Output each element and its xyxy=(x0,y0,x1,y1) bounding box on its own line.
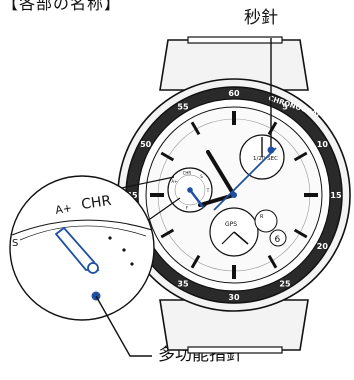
hour-marker xyxy=(190,121,201,136)
hour-marker xyxy=(267,121,278,136)
inset-magnifier: A+ CHR S xyxy=(9,175,181,357)
bezel-numeral: 25 xyxy=(279,279,291,288)
subdial-top: 1/20 SEC xyxy=(239,134,285,180)
fn-dial: R xyxy=(254,209,278,233)
page-title-fragment: 【各部の名称】 xyxy=(2,0,122,13)
subdial-left-mark: CHR xyxy=(183,170,192,175)
inset-mark-chr: CHR xyxy=(80,193,112,213)
r-marker: R xyxy=(260,214,264,220)
hour-marker xyxy=(293,228,308,239)
hour-marker xyxy=(190,254,201,269)
bezel-numeral: 35 xyxy=(177,279,189,288)
date-window-text: 6 xyxy=(275,235,281,245)
inset-edge-letter: S xyxy=(12,238,18,249)
hour-markers xyxy=(150,111,318,279)
subdial-left-mark: S xyxy=(200,174,203,179)
hour-marker xyxy=(160,228,175,239)
subdial-bottom: GPS xyxy=(209,207,259,257)
bezel-numeral: 55 xyxy=(177,103,189,112)
date-window: 6 xyxy=(269,229,287,247)
bezel-numeral: 60 xyxy=(228,89,240,98)
subdial-left-mark: T xyxy=(206,188,210,193)
subdial-bottom-text: GPS xyxy=(225,221,237,228)
inset-mark-aplus: A+ xyxy=(54,201,73,217)
second-hand-label: 秒針 xyxy=(244,8,278,28)
hour-marker xyxy=(160,151,175,162)
second-hand xyxy=(213,38,277,211)
bezel-numeral: 30 xyxy=(228,293,240,302)
bezel-numeral: 10 xyxy=(317,140,329,149)
multi-function-hand xyxy=(187,187,205,209)
subdial-left-mark: A+ xyxy=(171,179,177,184)
bezel-numeral: 5 xyxy=(282,103,288,112)
bezel-numeral: 15 xyxy=(330,191,342,200)
subdial-left-mark: F xyxy=(186,206,189,211)
bezel-numeral: 50 xyxy=(140,140,152,149)
hour-marker xyxy=(267,254,278,269)
bezel-numeral: 20 xyxy=(317,242,329,251)
hour-marker xyxy=(293,151,308,162)
